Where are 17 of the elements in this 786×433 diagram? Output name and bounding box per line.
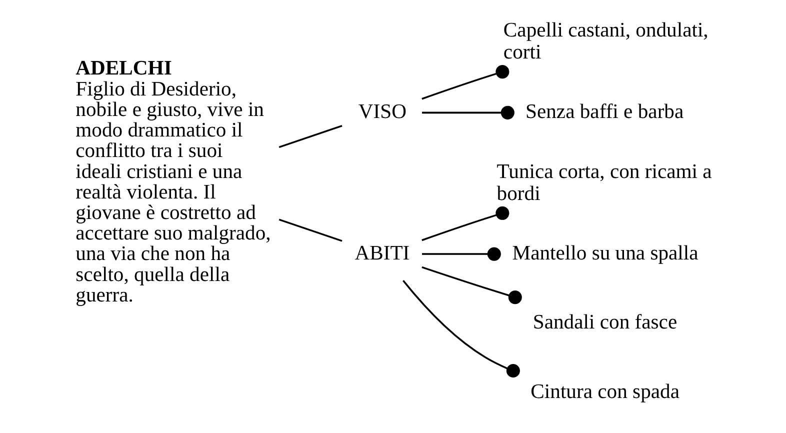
connector	[422, 106, 514, 120]
node-text: Cintura con spada	[530, 380, 680, 403]
connector	[278, 124, 342, 148]
node-text: VISO	[358, 101, 406, 124]
node-text: Tunica corta, con ricami a bordi	[496, 160, 712, 205]
node-text: Mantello su una spalla	[512, 242, 698, 264]
connector	[422, 266, 522, 304]
connector	[278, 218, 342, 242]
node-text: Capelli castani, ondulati, corti	[503, 19, 708, 64]
connector	[422, 65, 510, 100]
connector	[422, 206, 510, 242]
node-text: ADELCHI Figlio di Desiderio, nobile e giusto, vive in modo drammatico il conflitto tra i suoi ideali cristiani e una realtà violenta. Il giovane è costretto ad accettare suo malgrado, una via che non ha scelto, quella della guerra.	[76, 58, 271, 306]
connector	[402, 280, 520, 378]
node-text: ABITI	[354, 242, 410, 264]
node-text: Senza baffi e barba	[526, 101, 684, 124]
node-text: Sandali con fasce	[532, 312, 678, 334]
connector	[422, 247, 501, 261]
